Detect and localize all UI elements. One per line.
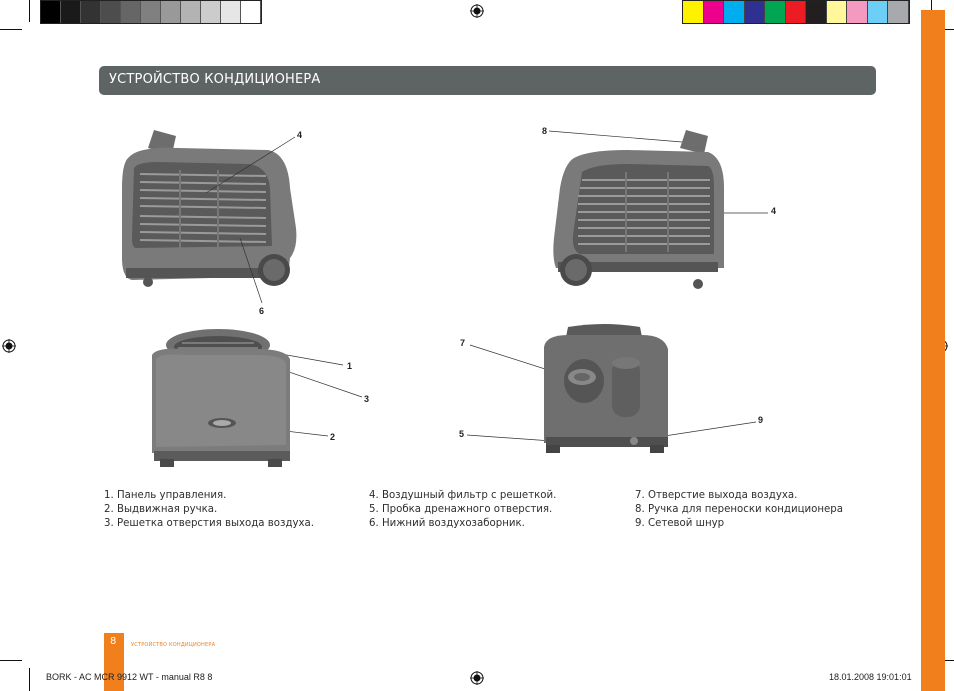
color-swatch xyxy=(806,1,827,23)
grey-swatch xyxy=(221,1,241,23)
registration-mark-icon xyxy=(470,671,484,685)
color-swatch xyxy=(724,1,745,23)
color-swatch xyxy=(867,1,888,23)
section-header: УСТРОЙСТВО КОНДИЦИОНЕРА xyxy=(99,66,876,95)
color-swatch xyxy=(847,1,868,23)
crop-mark xyxy=(29,0,30,22)
color-swatch xyxy=(826,1,847,23)
running-title: УСТРОЙСТВО КОНДИЦИОНЕРА xyxy=(131,642,216,648)
legend-item: 2. Выдвижная ручка. xyxy=(104,504,218,516)
grey-calibration-bar xyxy=(40,0,262,24)
crop-mark xyxy=(0,29,22,30)
grey-swatch xyxy=(201,1,221,23)
print-slug-file: BORK - AC MCR 9912 WT - manual R8 8 xyxy=(46,672,213,682)
callout-number: 7 xyxy=(460,338,466,348)
color-swatch xyxy=(765,1,786,23)
side-accent-bar xyxy=(921,10,945,691)
unit-rear-illustration xyxy=(544,324,668,453)
section-title: УСТРОЙСТВО КОНДИЦИОНЕРА xyxy=(109,72,321,87)
callout-number: 8 xyxy=(542,126,548,136)
registration-mark-icon xyxy=(2,339,16,353)
color-swatch xyxy=(744,1,765,23)
callout-number: 5 xyxy=(459,429,465,439)
grey-swatch xyxy=(81,1,101,23)
callout-number: 2 xyxy=(330,432,336,442)
legend-item: 4. Воздушный фильтр с решеткой. xyxy=(369,490,557,501)
color-swatch xyxy=(683,1,704,23)
callout-number: 9 xyxy=(758,415,764,425)
page-number-tab: 8 xyxy=(104,633,124,691)
print-slug-date: 18.01.2008 19:01:01 xyxy=(829,672,912,682)
crop-mark xyxy=(0,660,22,661)
unit-back-side-illustration xyxy=(553,130,724,289)
color-swatch xyxy=(703,1,724,23)
grey-swatch xyxy=(41,1,61,23)
legend-item: 8. Ручка для переноски кондиционера xyxy=(635,504,844,516)
legend-item: 5. Пробка дренажного отверстия. xyxy=(369,504,553,516)
page-number: 8 xyxy=(110,636,117,647)
legend-item: 1. Панель управления. xyxy=(104,490,227,501)
unit-top-front-illustration xyxy=(152,329,290,467)
grey-swatch xyxy=(161,1,181,23)
legend-item: 7. Отверстие выхода воздуха. xyxy=(635,490,798,501)
legend-column-3: 7. Отверстие выхода воздуха. 8. Ручка дл… xyxy=(635,489,843,532)
grey-swatch xyxy=(121,1,141,23)
registration-mark-icon xyxy=(470,4,484,18)
grey-swatch xyxy=(241,1,261,23)
callout-number: 1 xyxy=(347,361,353,371)
callout-number: 4 xyxy=(771,206,777,216)
legend-item: 9. Сетевой шнур xyxy=(635,518,725,530)
callout-number: 6 xyxy=(259,306,265,316)
grey-swatch xyxy=(61,1,81,23)
legend-column-1: 1. Панель управления. 2. Выдвижная ручка… xyxy=(104,489,314,532)
color-swatch xyxy=(888,1,909,23)
legend-column-2: 4. Воздушный фильтр с решеткой. 5. Пробк… xyxy=(369,489,556,532)
crop-mark xyxy=(29,668,30,691)
legend-item: 3. Решетка отверстия выхода воздуха. xyxy=(104,518,315,530)
callout-number: 3 xyxy=(364,394,370,404)
grey-swatch xyxy=(101,1,121,23)
grey-swatch xyxy=(181,1,201,23)
legend-item: 6. Нижний воздухозаборник. xyxy=(369,518,525,530)
callout-number: 4 xyxy=(297,130,303,140)
grey-swatch xyxy=(141,1,161,23)
color-calibration-bar xyxy=(682,0,910,24)
color-swatch xyxy=(785,1,806,23)
unit-front-side-illustration xyxy=(122,130,297,287)
